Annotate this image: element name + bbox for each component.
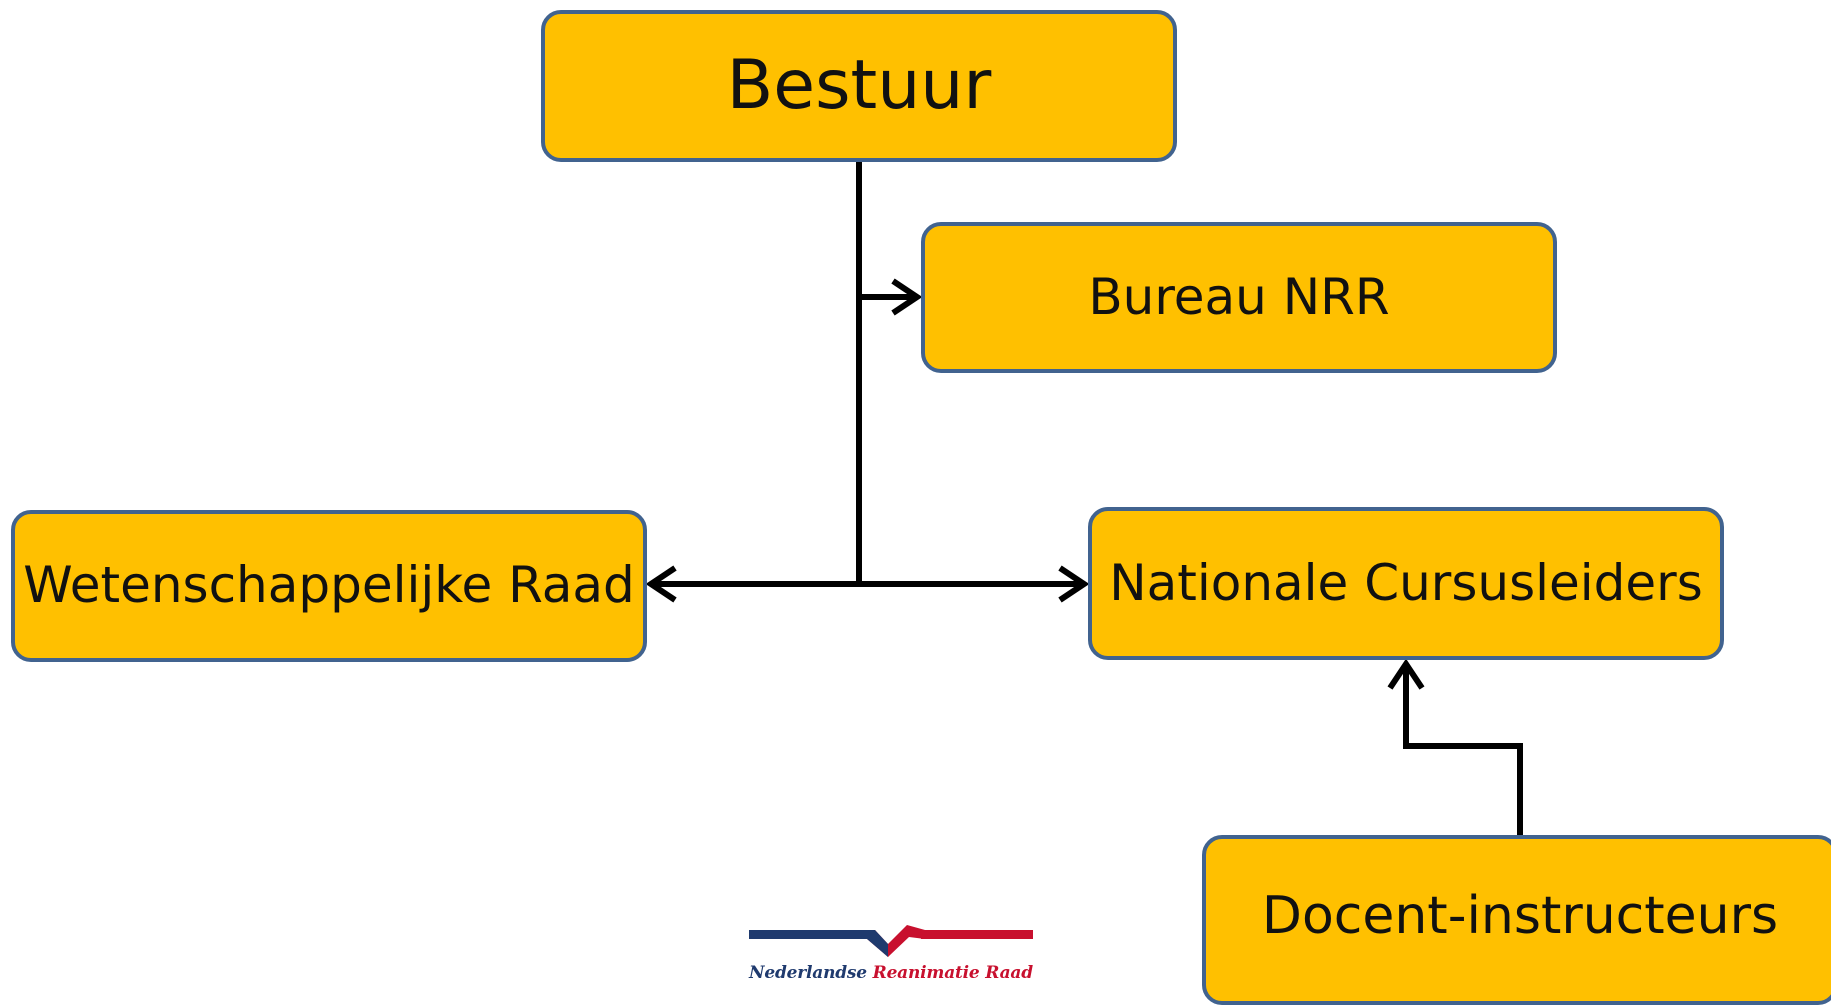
- node-wetenschappelijke-raad: Wetenschappelijke Raad: [11, 510, 647, 662]
- node-bureau-nrr: Bureau NRR: [921, 222, 1557, 373]
- arrowhead-wetenschappelijke-raad: [645, 565, 677, 603]
- node-bestuur-label: Bestuur: [726, 46, 992, 126]
- node-wetenschappelijke-raad-label: Wetenschappelijke Raad: [23, 556, 635, 615]
- logo-word-reanimatie-raad: Reanimatie Raad: [872, 963, 1033, 983]
- node-bestuur: Bestuur: [541, 10, 1177, 162]
- logo-wordmark: Nederlandse Reanimatie Raad: [749, 963, 1039, 983]
- nrr-logo: Nederlandse Reanimatie Raad: [747, 924, 1037, 985]
- node-docent-instructeurs: Docent-instructeurs: [1202, 835, 1831, 1005]
- connector-docent-to-cursusleiders: [1403, 664, 1523, 835]
- arrowhead-nationale-cursusleiders: [1058, 565, 1090, 603]
- node-docent-instructeurs-label: Docent-instructeurs: [1261, 886, 1779, 946]
- heartbeat-logo-icon: [749, 925, 1033, 957]
- node-bureau-nrr-label: Bureau NRR: [1088, 267, 1390, 326]
- arrowhead-docent-to-cursusleiders: [1387, 658, 1425, 690]
- node-nationale-cursusleiders-label: Nationale Cursusleiders: [1109, 553, 1703, 612]
- logo-word-nederlandse: Nederlandse: [749, 963, 867, 983]
- arrowhead-bureau: [891, 278, 923, 316]
- node-nationale-cursusleiders: Nationale Cursusleiders: [1088, 507, 1724, 660]
